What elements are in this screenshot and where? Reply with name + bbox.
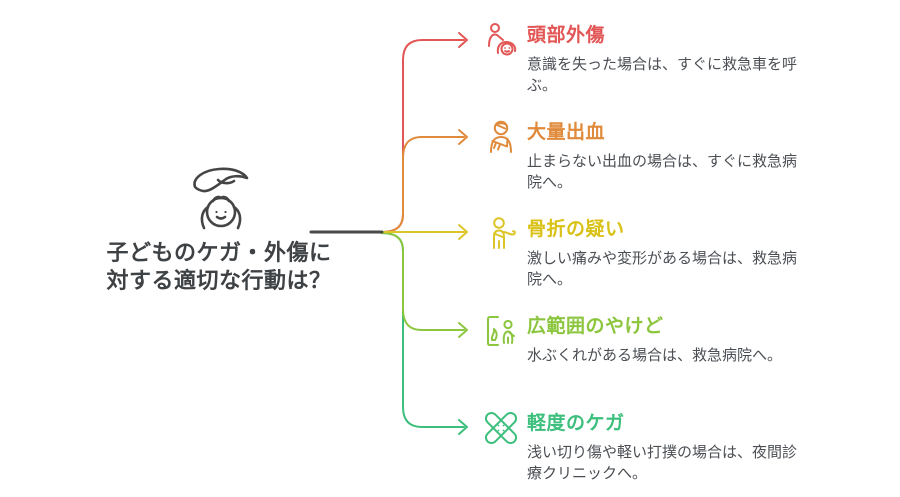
- arrowhead-minor-injury: [459, 420, 467, 434]
- branch-description: 激しい痛みや変形がある場合は、救急病院へ。: [527, 249, 798, 288]
- hand-protecting-child-icon: [182, 164, 260, 232]
- branch-title: 骨折の疑い: [527, 218, 625, 240]
- branch-minor-injury: 軽度のケガ 浅い切り傷や軽い打撲の場合は、夜間診療クリニックへ。: [483, 410, 813, 484]
- arrowhead-head-injury: [459, 33, 467, 47]
- branch-description: 止まらない出血の場合は、すぐに救急病院へ。: [527, 152, 798, 191]
- branch-title: 頭部外傷: [527, 24, 606, 46]
- branch-description: 浅い切り傷や軽い打撲の場合は、夜間診療クリニックへ。: [527, 443, 798, 482]
- bandaged-person-icon: [483, 119, 519, 155]
- branch-suspected-fracture: 骨折の疑い 激しい痛みや変形がある場合は、救急病院へ。: [483, 216, 813, 290]
- branch-heavy-bleeding: 大量出血 止まらない出血の場合は、すぐに救急病院へ。: [483, 119, 813, 193]
- branch-title: 広範囲のやけど: [527, 315, 664, 337]
- person-arm-sling-icon: [483, 216, 519, 252]
- branch-title: 軽度のケガ: [527, 412, 625, 434]
- arrowhead-burns: [459, 323, 467, 337]
- branch-description: 水ぶくれがある場合は、救急病院へ。: [527, 346, 783, 364]
- burn-hazard-person-icon: [483, 313, 519, 349]
- connector-bleeding: [381, 137, 464, 232]
- arrowhead-bleeding: [459, 130, 467, 144]
- branch-head-injury: 頭部外傷 意識を失った場合は、すぐに救急車を呼ぶ。: [483, 22, 813, 96]
- connector-burns: [381, 233, 464, 330]
- central-question: 子どものケガ・外傷に対する適切な行動は？: [106, 241, 332, 294]
- branch-extensive-burns: 広範囲のやけど 水ぶくれがある場合は、救急病院へ。: [483, 313, 813, 366]
- caregiver-with-lying-child-icon: [483, 22, 519, 58]
- crossed-bandages-icon: [483, 410, 519, 446]
- arrowhead-fracture: [459, 225, 467, 239]
- branch-title: 大量出血: [527, 121, 606, 143]
- branch-description: 意識を失った場合は、すぐに救急車を呼ぶ。: [527, 55, 798, 94]
